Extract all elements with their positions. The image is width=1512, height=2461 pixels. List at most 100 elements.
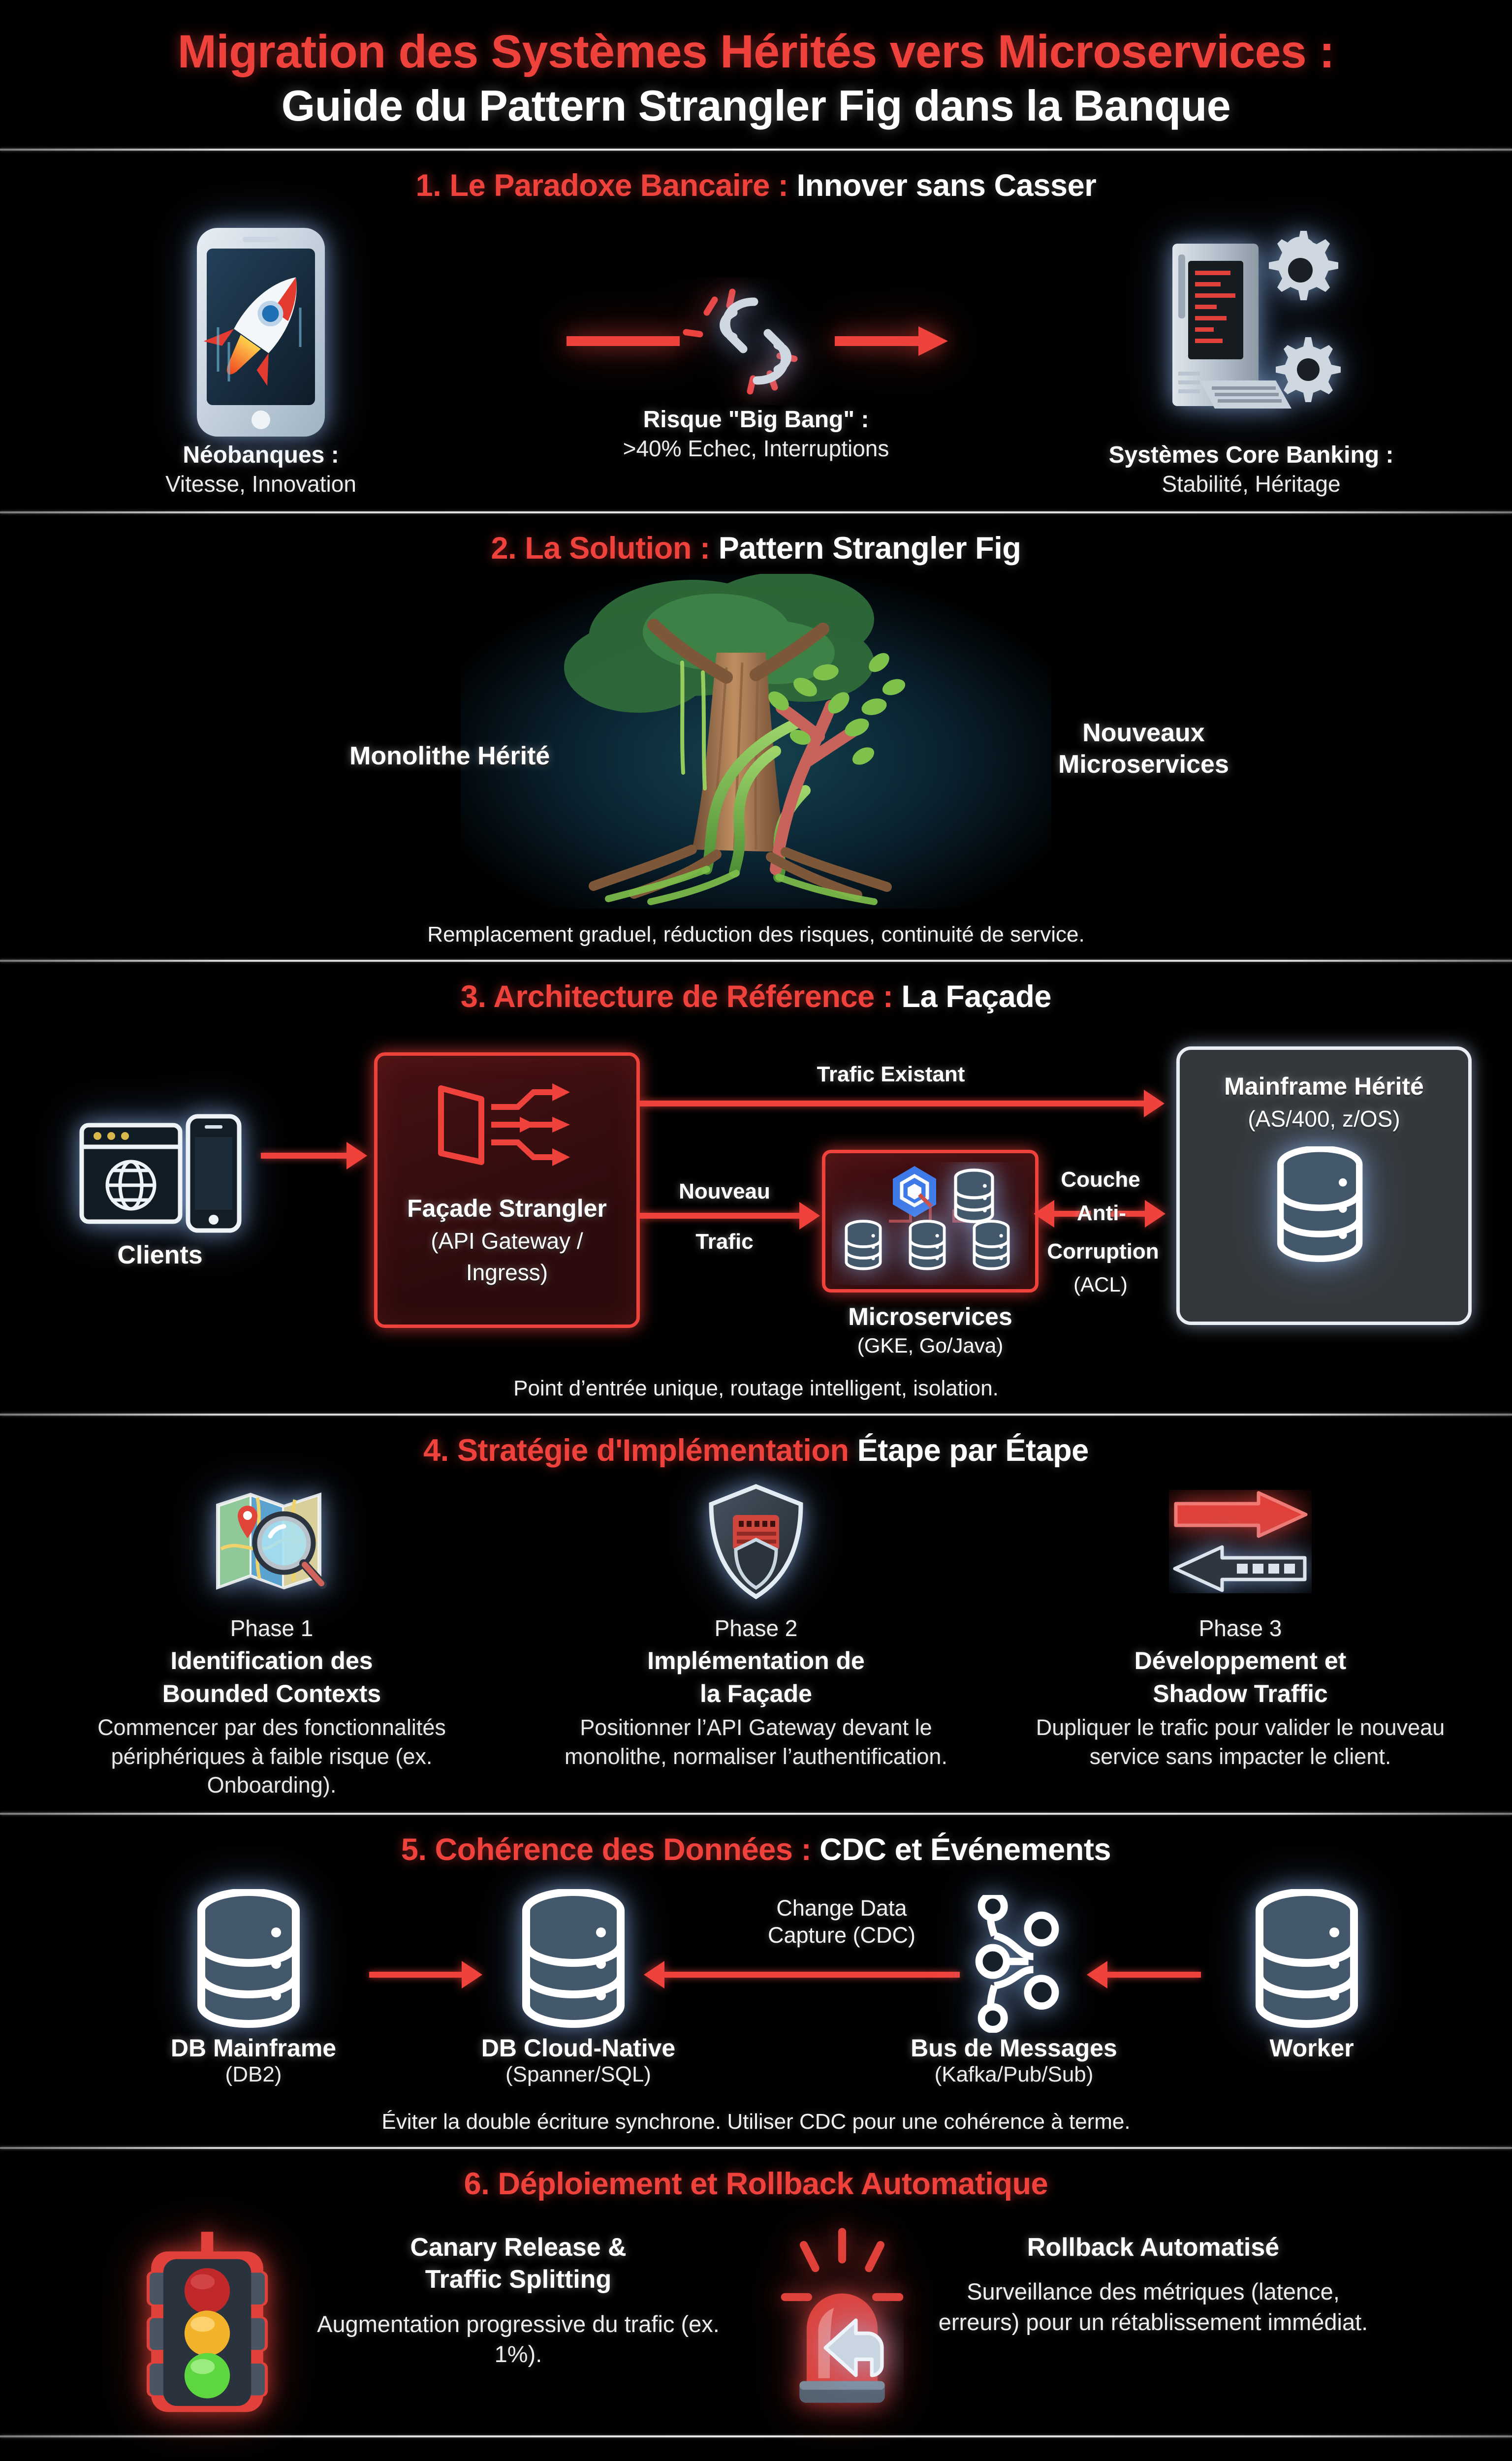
section-5-caption: Éviter la double écriture synchrone. Uti… bbox=[381, 2110, 1131, 2134]
phase-1-number: Phase 1 bbox=[230, 1615, 314, 1641]
core-banking-sublabel: Stabilité, Héritage bbox=[1162, 471, 1341, 497]
cdc-flow-diagram: Change Data Capture (CDC) bbox=[30, 1875, 1482, 2087]
big-bang-label: Risque "Big Bang" : bbox=[643, 407, 869, 433]
nouveau-trafic-line2: Trafic bbox=[695, 1229, 754, 1254]
divider bbox=[0, 1413, 1512, 1416]
section-5-title-rest: CDC et Événements bbox=[811, 1832, 1111, 1867]
mainframe-herite-box: Mainframe Hérité (AS/400, z/OS) bbox=[1176, 1046, 1472, 1325]
map-magnifier-icon bbox=[50, 1480, 493, 1603]
clients-label: Clients bbox=[117, 1240, 203, 1269]
section-4-title-rest: Étape par Étape bbox=[849, 1433, 1089, 1468]
arrow-existing-traffic-head bbox=[1144, 1089, 1165, 1117]
bus-label: Bus de Messages bbox=[911, 2034, 1117, 2062]
arrow-worker-to-bus-line bbox=[1107, 1972, 1201, 1978]
clients-icon bbox=[74, 1111, 246, 1237]
section-solution-strangler-fig: 2. La Solution : Pattern Strangler Fig bbox=[0, 513, 1512, 960]
architecture-diagram: Clients bbox=[30, 1023, 1482, 1367]
divider bbox=[0, 148, 1512, 151]
section-6-title-num: 6. Déploiement et Rollback Automatique bbox=[464, 2167, 1048, 2202]
kubernetes-databases-icon bbox=[825, 1153, 1035, 1285]
neobanques-block: Néobanques : Vitesse, Innovation bbox=[74, 214, 448, 499]
phase-2-description: Positionner l’API Gateway devant le mono… bbox=[565, 1715, 947, 1769]
section-1-title-num: 1. Le Paradoxe Bancaire : bbox=[415, 168, 788, 203]
facade-strangler-sub2: Ingress) bbox=[466, 1259, 548, 1285]
traffic-light-icon bbox=[136, 2217, 279, 2423]
canary-release-item: Canary Release & Traffic Splitting Augme… bbox=[136, 2217, 741, 2423]
worker-label-group: Worker bbox=[1174, 2034, 1449, 2062]
cdc-label-line1: Change Data bbox=[776, 1895, 907, 1921]
section-3-caption: Point d’entrée unique, routage intellige… bbox=[513, 1376, 999, 1400]
kafka-bus-icon bbox=[955, 1891, 1073, 2035]
divider bbox=[0, 960, 1512, 962]
section-1-title-rest: Innover sans Casser bbox=[788, 168, 1097, 203]
section-3-title-num: 3. Architecture de Référence : bbox=[460, 979, 893, 1014]
nouveaux-microservices-line1: Nouveaux bbox=[1082, 719, 1205, 748]
section-1-title: 1. Le Paradoxe Bancaire : Innover sans C… bbox=[30, 167, 1482, 205]
broken-chain-icon bbox=[535, 277, 977, 405]
section-architecture-reference: 3. Architecture de Référence : La Façade bbox=[0, 962, 1512, 1414]
microservices-sublabel: (GKE, Go/Java) bbox=[857, 1333, 1004, 1357]
gateway-routing-icon bbox=[378, 1056, 636, 1168]
nouveaux-microservices-label: Nouveaux Microservices bbox=[1058, 718, 1229, 780]
rocket-phone-icon bbox=[74, 214, 448, 441]
acl-line2: Anti- bbox=[1076, 1200, 1127, 1225]
section-5-title-num: 5. Cohérence des Données : bbox=[401, 1832, 812, 1867]
db-mainframe-label-group: DB Mainframe (DB2) bbox=[116, 2034, 391, 2087]
db-cloud-sublabel: (Spanner/SQL) bbox=[505, 2062, 651, 2087]
arrow-new-traffic bbox=[640, 1212, 800, 1219]
facade-strangler-title: Façade Strangler bbox=[407, 1194, 607, 1222]
mainframe-gears-icon bbox=[1064, 214, 1438, 441]
phase-2-number: Phase 2 bbox=[714, 1615, 798, 1641]
core-banking-label: Systèmes Core Banking : bbox=[1108, 442, 1394, 469]
mainframe-title: Mainframe Hérité bbox=[1224, 1072, 1424, 1100]
phase-3-heading-l2: Shadow Traffic bbox=[1153, 1680, 1328, 1708]
microservices-label: Microservices bbox=[848, 1302, 1012, 1330]
phase-2-heading-l1: Implémentation de bbox=[647, 1647, 865, 1675]
strangler-fig-tree-icon bbox=[461, 572, 1051, 911]
rollback-description: Surveillance des métriques (latence, err… bbox=[938, 2278, 1368, 2335]
cdc-label-line2: Capture (CDC) bbox=[767, 1923, 916, 1948]
divider bbox=[0, 1812, 1512, 1815]
acl-line1: Couche bbox=[1061, 1167, 1140, 1192]
arrow-clients-to-facade bbox=[261, 1152, 347, 1159]
acl-arrow-right-line bbox=[1110, 1210, 1146, 1217]
section-2-title: 2. La Solution : Pattern Strangler Fig bbox=[30, 530, 1482, 568]
phase-1-description: Commencer par des fonctionnalités périph… bbox=[97, 1715, 446, 1798]
dual-arrows-shadow-icon bbox=[1019, 1480, 1462, 1603]
nouveaux-microservices-line2: Microservices bbox=[1058, 750, 1229, 779]
acl-arrow-left-head bbox=[1034, 1199, 1054, 1228]
core-banking-block: Systèmes Core Banking : Stabilité, Hérit… bbox=[1064, 214, 1438, 499]
arrow-existing-traffic bbox=[640, 1100, 1145, 1106]
page-title-line1: Migration des Systèmes Hérités vers Micr… bbox=[177, 26, 1335, 78]
page-title-line2: Guide du Pattern Strangler Fig dans la B… bbox=[281, 81, 1231, 130]
bus-label-group: Bus de Messages (Kafka/Pub/Sub) bbox=[876, 2034, 1152, 2087]
rollback-text: Rollback Automatisé Surveillance des mét… bbox=[930, 2217, 1376, 2337]
siren-rollback-icon bbox=[771, 2217, 914, 2418]
arrow-bus-to-cloud-head bbox=[644, 1961, 664, 1989]
canary-heading-l2: Traffic Splitting bbox=[425, 2265, 612, 2294]
arrow-new-traffic-head bbox=[799, 1201, 820, 1230]
arrow-worker-to-bus-head bbox=[1087, 1961, 1107, 1989]
section-2-title-rest: Pattern Strangler Fig bbox=[710, 531, 1021, 566]
microservices-box bbox=[822, 1149, 1039, 1293]
section-1-row: Néobanques : Vitesse, Innovation bbox=[30, 211, 1482, 499]
mainframe-sub: (AS/400, z/OS) bbox=[1248, 1105, 1400, 1132]
cdc-label: Change Data Capture (CDC) bbox=[714, 1895, 970, 1949]
deployment-items-row: Canary Release & Traffic Splitting Augme… bbox=[30, 2210, 1482, 2423]
phases-row: Phase 1 Identification des Bounded Conte… bbox=[30, 1476, 1482, 1799]
section-coherence-donnees: 5. Cohérence des Données : CDC et Événem… bbox=[0, 1815, 1512, 2147]
section-2-caption: Remplacement graduel, réduction des risq… bbox=[427, 922, 1085, 947]
page-header: Migration des Systèmes Hérités vers Micr… bbox=[0, 0, 1512, 149]
acl-line4: (ACL) bbox=[1073, 1272, 1128, 1296]
phase-3-heading-l1: Développement et bbox=[1134, 1647, 1347, 1675]
canary-release-text: Canary Release & Traffic Splitting Augme… bbox=[295, 2217, 741, 2369]
acl-arrow-left-line bbox=[1054, 1210, 1091, 1217]
section-strategie-implementation: 4. Stratégie d'Implémentation Étape par … bbox=[0, 1416, 1512, 1813]
db-cloud-label: DB Cloud-Native bbox=[481, 2034, 676, 2062]
rollback-item: Rollback Automatisé Surveillance des mét… bbox=[771, 2217, 1376, 2418]
section-6-title: 6. Déploiement et Rollback Automatique bbox=[30, 2166, 1482, 2203]
acl-arrow-right-head bbox=[1145, 1199, 1166, 1228]
arrow-db-to-cloud-head bbox=[462, 1961, 482, 1989]
neobanques-sublabel: Vitesse, Innovation bbox=[165, 471, 356, 497]
